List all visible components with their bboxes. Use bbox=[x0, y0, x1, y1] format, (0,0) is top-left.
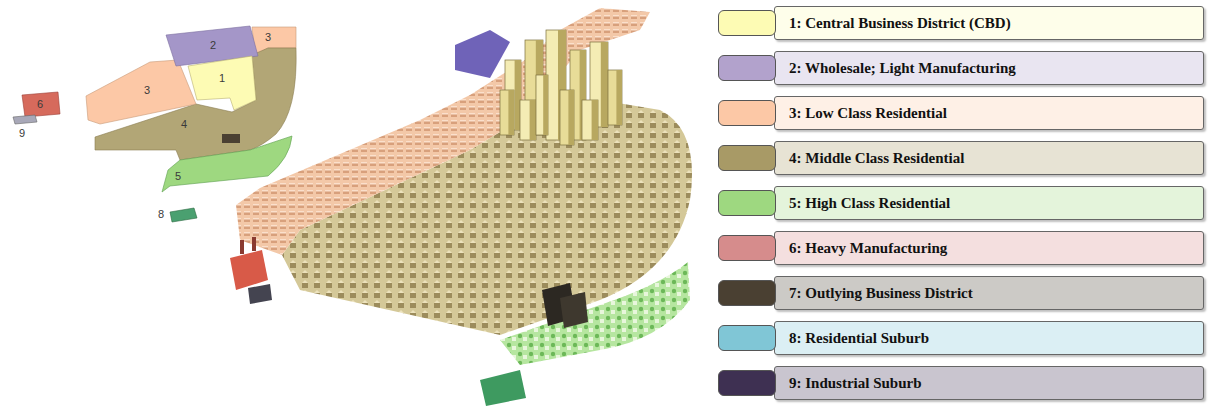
zone-region: 1 bbox=[217, 73, 227, 84]
zone-9-3d bbox=[248, 284, 272, 304]
legend-row: 1: Central Business District (CBD) bbox=[718, 2, 1206, 47]
callout-number: 5 bbox=[175, 171, 181, 182]
legend-box: 9: Industrial Suburb bbox=[774, 366, 1204, 400]
zone-8 bbox=[170, 208, 197, 222]
legend-swatch bbox=[718, 235, 776, 261]
zone-1 bbox=[188, 56, 256, 110]
legend-row: 5: High Class Residential bbox=[718, 182, 1206, 227]
zone-region: 4 bbox=[179, 119, 189, 130]
legend-text: 3: Low Class Residential bbox=[775, 99, 957, 128]
cbd-tower bbox=[500, 90, 514, 135]
legend-row: 3: Low Class Residential bbox=[718, 92, 1206, 137]
legend-box: 2: Wholesale; Light Manufacturing bbox=[774, 51, 1204, 85]
callout-number: 6 bbox=[37, 99, 43, 110]
legend-swatch bbox=[718, 100, 776, 126]
legend-swatch bbox=[718, 10, 776, 36]
callout-number: 3 bbox=[265, 32, 271, 43]
legend-row: 2: Wholesale; Light Manufacturing bbox=[718, 47, 1206, 92]
legend-swatch bbox=[718, 55, 776, 81]
cbd-tower bbox=[520, 100, 536, 140]
cbd-tower bbox=[560, 90, 574, 145]
cbd-tower bbox=[608, 70, 622, 125]
legend-box: 7: Outlying Business District bbox=[774, 276, 1204, 310]
zone-2-3d bbox=[455, 30, 510, 78]
zone-3-3d bbox=[236, 8, 650, 255]
legend-swatch bbox=[718, 370, 776, 396]
zone-6-stack bbox=[240, 240, 244, 254]
legend-text: 4: Middle Class Residential bbox=[775, 144, 974, 173]
legend-box: 1: Central Business District (CBD) bbox=[774, 6, 1204, 40]
callout-number: 3 bbox=[144, 85, 150, 96]
legend-text: 7: Outlying Business District bbox=[775, 279, 983, 308]
tower-shade bbox=[568, 90, 574, 145]
zone-6-3d bbox=[230, 250, 268, 290]
zone-6-stack bbox=[252, 237, 256, 251]
legend-row: 6: Heavy Manufacturing bbox=[718, 227, 1206, 272]
legend-swatch bbox=[718, 325, 776, 351]
tower-shade bbox=[543, 75, 548, 135]
tower-shade bbox=[508, 90, 514, 135]
legend-text: 9: Industrial Suburb bbox=[775, 369, 932, 398]
legend-box: 4: Middle Class Residential bbox=[774, 141, 1204, 175]
legend-text: 6: Heavy Manufacturing bbox=[775, 234, 957, 263]
legend-row: 9: Industrial Suburb bbox=[718, 362, 1206, 407]
zone-6 bbox=[22, 92, 60, 117]
zone-region: 6 bbox=[35, 99, 45, 110]
zone-region: 9 bbox=[17, 128, 27, 139]
tower-shade bbox=[601, 42, 608, 127]
callout-number: 9 bbox=[19, 128, 25, 139]
callout-number: 8 bbox=[158, 209, 164, 220]
legend-text: 5: High Class Residential bbox=[775, 189, 960, 218]
cbd-tower bbox=[582, 100, 598, 140]
cbd-tower bbox=[536, 75, 548, 135]
zone-9 bbox=[13, 115, 37, 124]
legend-box: 5: High Class Residential bbox=[774, 186, 1204, 220]
callout-number: 2 bbox=[210, 40, 216, 51]
callout-number: 4 bbox=[181, 119, 187, 130]
legend-text: 8: Residential Suburb bbox=[775, 324, 939, 353]
zone-region: 2 bbox=[208, 40, 218, 51]
legend-text: 1: Central Business District (CBD) bbox=[775, 9, 1021, 38]
zone-3-west bbox=[86, 60, 196, 124]
zone-region: 3 bbox=[263, 32, 273, 43]
zone-7-3d bbox=[560, 292, 588, 328]
legend-text: 2: Wholesale; Light Manufacturing bbox=[775, 54, 1026, 83]
legend-row: 7: Outlying Business District bbox=[718, 272, 1206, 317]
tower-shade bbox=[616, 70, 622, 125]
legend-row: 8: Residential Suburb bbox=[718, 317, 1206, 362]
zone-region: 5 bbox=[173, 171, 183, 182]
zone-5-3d bbox=[500, 262, 690, 365]
tower-shade bbox=[530, 100, 536, 140]
legend-box: 6: Heavy Manufacturing bbox=[774, 231, 1204, 265]
tower-shade bbox=[592, 100, 598, 140]
zone-7 bbox=[222, 134, 240, 143]
legend-box: 3: Low Class Residential bbox=[774, 96, 1204, 130]
zone-8-3d bbox=[480, 370, 526, 406]
zone-region: 3 bbox=[142, 85, 152, 96]
legend-box: 8: Residential Suburb bbox=[774, 321, 1204, 355]
cbd-towers bbox=[500, 30, 622, 145]
legend-swatch bbox=[718, 280, 776, 306]
legend-swatch bbox=[718, 190, 776, 216]
legend-row: 4: Middle Class Residential bbox=[718, 137, 1206, 182]
zone-region: 8 bbox=[156, 209, 166, 220]
legend: 1: Central Business District (CBD) 2: Who… bbox=[718, 2, 1206, 407]
legend-swatch bbox=[718, 145, 776, 171]
callout-number: 1 bbox=[219, 73, 225, 84]
